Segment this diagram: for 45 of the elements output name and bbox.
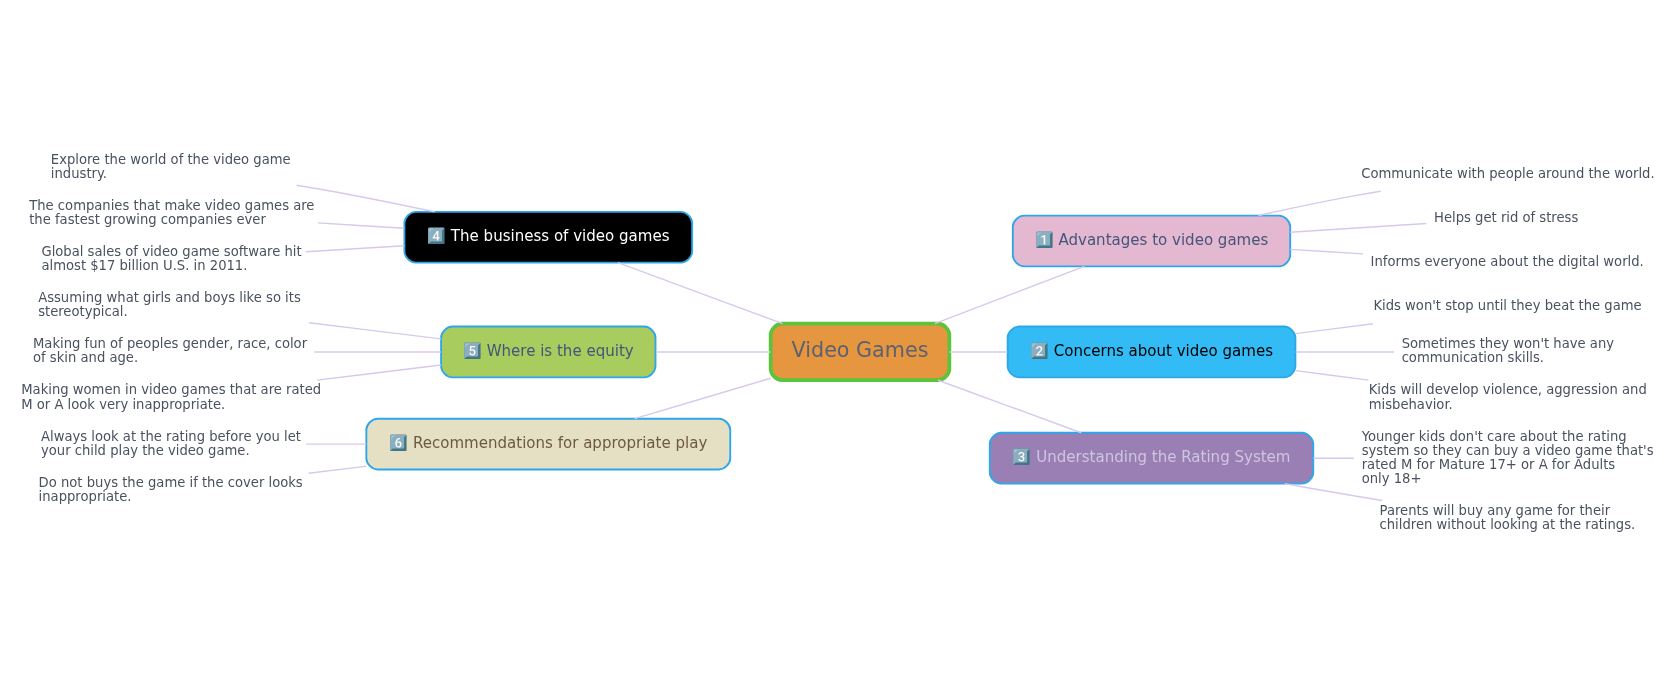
node-text: Making women in video games that are rated M or A look very inappropriate. <box>21 381 322 412</box>
connector <box>617 261 784 324</box>
node-text: Kids will develop violence, aggression and misbehavior. <box>1368 381 1647 412</box>
connector <box>313 350 442 353</box>
connector <box>948 350 1009 353</box>
node-text: Parents will buy any game for their children without looking at the ratings. <box>1379 502 1636 532</box>
connector <box>1283 482 1384 501</box>
node-box: 5⃣ Where is the equity <box>440 325 657 378</box>
node-text: Global sales of video game software hit almost $17 billion U.S. in 2011. <box>41 243 302 273</box>
connector <box>1294 350 1395 353</box>
node-text: Younger kids don't care about the rating system so they can buy a video game that's rated M for Mature 17+ or A for Adults only 18+ <box>1361 428 1654 486</box>
connector <box>1289 248 1364 255</box>
node-text: Always look at the rating before you let your child play the video game. <box>40 428 301 458</box>
connector <box>1289 222 1428 233</box>
connector <box>307 465 367 474</box>
connector <box>655 350 772 353</box>
node-box: 3⃣ Understanding the Rating System <box>988 431 1315 484</box>
connector <box>937 379 1082 433</box>
connector <box>1294 322 1374 334</box>
node-box: 1⃣ Advantages to video games <box>1011 214 1292 267</box>
node-text: Communicate with people around the world. <box>1361 165 1655 181</box>
node-text: Kids won't stop until they beat the game <box>1373 297 1642 313</box>
node-text: The companies that make video games are the fastest growing companies ever <box>29 197 315 227</box>
connector <box>317 221 405 229</box>
connector <box>1257 189 1382 216</box>
node-text: Assuming what girls and boys like so its stereotypical. <box>38 289 301 319</box>
connector <box>308 321 442 340</box>
connector <box>1294 369 1370 381</box>
node-box: 2⃣ Concerns about video games <box>1006 325 1297 378</box>
connector <box>634 377 772 419</box>
connector <box>305 442 367 445</box>
connector <box>295 184 436 212</box>
connector <box>1312 457 1355 459</box>
node-box: 4⃣ The business of video games <box>403 210 694 264</box>
node-text: Explore the world of the video game industry. <box>50 151 291 181</box>
node-text: Informs everyone about the digital world. <box>1370 253 1644 269</box>
node-text: Sometimes they won't have any communication skills. <box>1401 335 1615 365</box>
connector <box>934 265 1085 324</box>
connector <box>316 363 442 381</box>
node-text: Making fun of peoples gender, race, color of skin and age. <box>32 335 308 365</box>
connector <box>305 244 406 252</box>
node-box: Video Games <box>768 321 952 382</box>
node-text: Helps get rid of stress <box>1434 209 1579 225</box>
node-text: Do not buys the game if the cover looks inappropriate. <box>38 474 303 504</box>
node-box: 6⃣ Recommendations for appropriate play <box>365 417 732 470</box>
